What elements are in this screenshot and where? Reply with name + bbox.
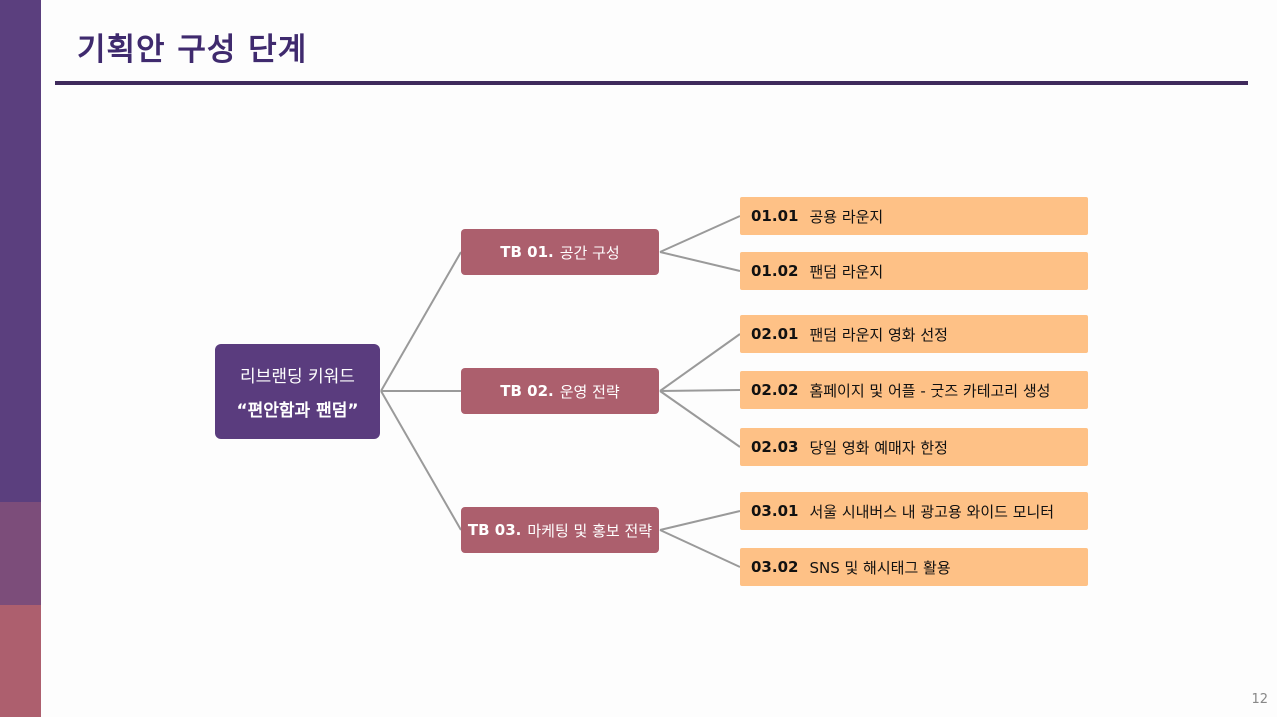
connector-branch-3-leaf-1 (659, 510, 741, 531)
branch-label: 운영 전략 (559, 382, 620, 401)
branch-node-tb02: TB 02. 운영 전략 (461, 368, 659, 414)
leaf-node-0203: 02.03 당일 영화 예매자 한정 (740, 428, 1088, 466)
leaf-node-0101: 01.01 공용 라운지 (740, 197, 1088, 235)
leaf-node-0202: 02.02 홈페이지 및 어플 - 굿즈 카테고리 생성 (740, 371, 1088, 409)
leaf-code: 03.01 (751, 502, 799, 520)
leaf-label: 홈페이지 및 어플 - 굿즈 카테고리 생성 (809, 381, 1051, 400)
connector-branch-2-leaf-3 (659, 390, 741, 448)
leaf-label: 팬덤 라운지 (809, 262, 884, 281)
connector-root-branch-1 (380, 251, 462, 392)
connector-branch-3-leaf-2 (659, 529, 741, 568)
branch-label: 공간 구성 (559, 243, 620, 262)
leaf-node-0201: 02.01 팬덤 라운지 영화 선정 (740, 315, 1088, 353)
branch-node-tb01: TB 01. 공간 구성 (461, 229, 659, 275)
root-node: 리브랜딩 키워드 “편안함과 팬덤” (215, 344, 380, 439)
sidebar-segment-rose (0, 605, 41, 717)
branch-code: TB 01. (500, 243, 554, 261)
leaf-node-0102: 01.02 팬덤 라운지 (740, 252, 1088, 290)
slide-title: 기획안 구성 단계 (77, 32, 308, 68)
leaf-label: SNS 및 해시태그 활용 (809, 558, 951, 577)
connector-branch-1-leaf-1 (659, 215, 741, 253)
leaf-node-0302: 03.02 SNS 및 해시태그 활용 (740, 548, 1088, 586)
leaf-label: 팬덤 라운지 영화 선정 (809, 325, 948, 344)
leaf-code: 02.01 (751, 325, 799, 343)
title-divider (55, 81, 1248, 85)
leaf-label: 공용 라운지 (809, 207, 884, 226)
connector-branch-2-leaf-2 (659, 389, 741, 392)
leaf-label: 서울 시내버스 내 광고용 와이드 모니터 (809, 502, 1055, 521)
leaf-code: 02.03 (751, 438, 799, 456)
sidebar-segment-purple (0, 0, 41, 502)
connector-root-branch-3 (380, 390, 462, 531)
branch-code: TB 02. (500, 382, 554, 400)
root-subtitle: 리브랜딩 키워드 (240, 367, 355, 387)
connector-branch-2-leaf-1 (659, 333, 741, 392)
leaf-code: 02.02 (751, 381, 799, 399)
leaf-label: 당일 영화 예매자 한정 (809, 438, 948, 457)
connector-branch-1-leaf-2 (659, 251, 741, 272)
sidebar-segment-plum (0, 502, 41, 605)
root-keyword: “편안함과 팬덤” (236, 401, 359, 421)
leaf-code: 03.02 (751, 558, 799, 576)
branch-node-tb03: TB 03. 마케팅 및 홍보 전략 (461, 507, 659, 553)
branch-code: TB 03. (467, 521, 522, 539)
leaf-code: 01.01 (751, 207, 799, 225)
branch-label: 마케팅 및 홍보 전략 (527, 521, 653, 540)
leaf-node-0301: 03.01 서울 시내버스 내 광고용 와이드 모니터 (740, 492, 1088, 530)
decorative-sidebar (0, 0, 41, 717)
leaf-code: 01.02 (751, 262, 799, 280)
page-number: 12 (1251, 692, 1268, 707)
